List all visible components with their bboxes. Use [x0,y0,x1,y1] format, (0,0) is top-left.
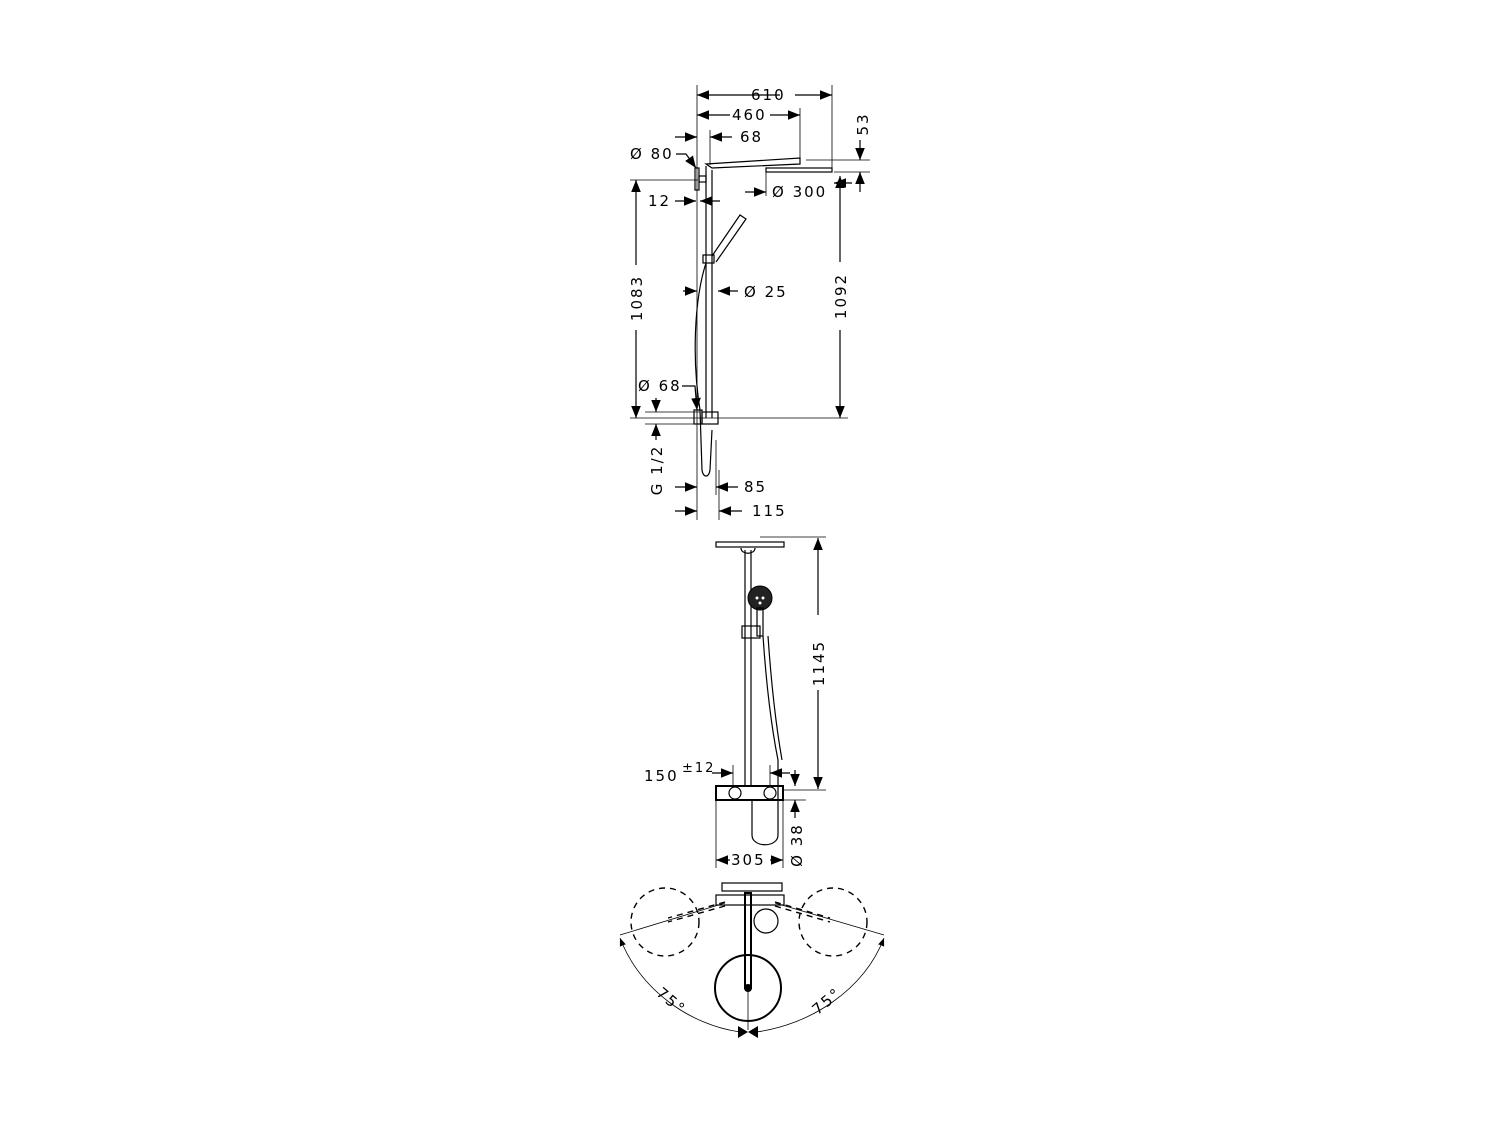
dim-mixer-38: Ø 38 [788,823,806,867]
top-view: 75° 75° [619,882,885,1038]
hand-shower [711,214,747,263]
dim-115: 115 [752,502,787,520]
overhead-shower-plate [765,167,833,173]
dim-column-25: Ø 25 [744,283,788,301]
dim-1145: 1145 [810,640,828,686]
dim-flange-80: Ø 80 [630,145,674,163]
dim-150: 150 [644,767,679,785]
dim-85: 85 [744,478,767,496]
dim-1092: 1092 [832,273,850,319]
dim-53: 53 [854,112,872,135]
dim-1083: 1083 [628,275,646,321]
thermostat-mixer [715,785,784,801]
head-rotated-left [630,887,700,957]
dim-68: 68 [740,128,763,146]
front-view: 1145 150 ±12 Ø 38 305 [644,536,828,869]
dim-connector-68: Ø 68 [638,377,682,395]
dim-head-300: Ø 300 [772,183,827,201]
dim-tolerance-12: ±12 [682,761,715,776]
column-front [744,550,752,786]
dim-12: 12 [648,192,671,210]
head-rotated-right [798,887,868,957]
overhead-shower-front [715,541,785,548]
shower-hose [694,262,713,477]
hand-shower-front [747,585,773,611]
hose-front [751,635,779,846]
dim-610: 610 [751,86,786,104]
arm-top [744,892,752,989]
shower-arm [704,157,801,169]
angle-left-75: 75° [653,984,690,1019]
dim-thread-g12: G 1/2 [648,445,666,496]
dim-460: 460 [732,106,767,124]
mixer-top [721,882,783,892]
shower-column [705,166,713,418]
dim-305: 305 [731,851,766,869]
slider [741,625,761,639]
side-view: 610 460 68 Ø 80 12 Ø 300 53 1083 1092 Ø … [628,85,872,520]
